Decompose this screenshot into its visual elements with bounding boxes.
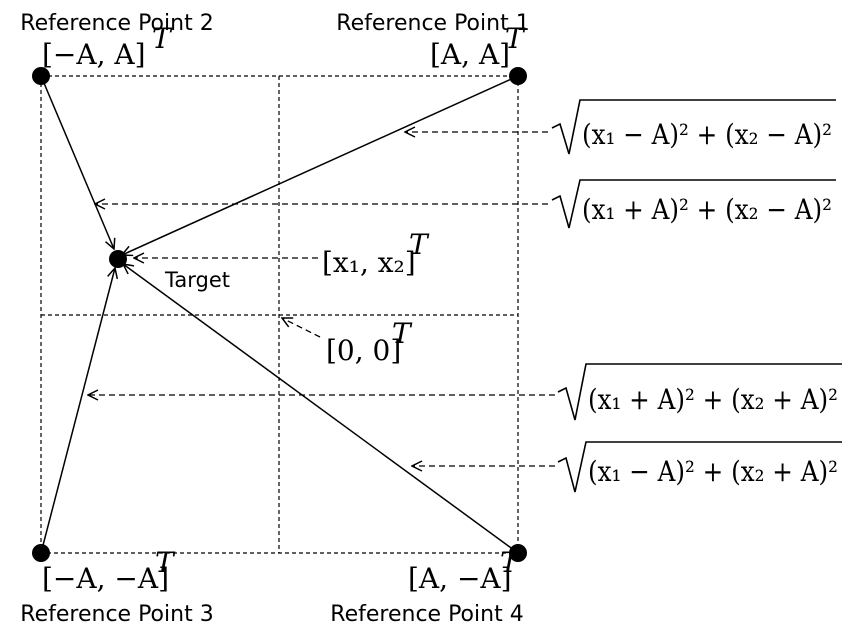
reference-point-3-name: Reference Point 3 — [20, 602, 213, 627]
radical-sign — [551, 179, 836, 229]
transpose-sup: T — [500, 546, 521, 579]
target-label: Target — [164, 268, 230, 292]
formula-text: (x₁ − A)² + (x₂ − A)² — [582, 118, 832, 151]
reference-point-4-coord: [A, −A] T — [408, 546, 521, 595]
transpose-sup: T — [392, 317, 413, 350]
distance-formula-2: (x₁ + A)² + (x₂ − A)² — [551, 179, 836, 229]
target-coord: [x₁, x₂] T — [322, 228, 430, 279]
vector-rp3-to-target — [40, 268, 115, 554]
transpose-sup: T — [155, 546, 176, 579]
points — [32, 67, 527, 562]
vector-rp2-to-target — [40, 75, 114, 249]
formula-text: (x₁ + A)² + (x₂ − A)² — [582, 193, 832, 226]
coord-text: [−A, −A] — [42, 562, 169, 595]
distance-formula-1: (x₁ − A)² + (x₂ − A)² — [551, 99, 836, 155]
dashed-grid — [40, 75, 519, 554]
origin-coord: [0, 0] T — [326, 317, 413, 367]
distance-formula-4: (x₁ − A)² + (x₂ + A)² — [557, 441, 842, 493]
transpose-sup: T — [152, 22, 173, 55]
reference-point-2-dot — [32, 67, 50, 85]
coord-text: [−A, A] — [42, 38, 146, 71]
reference-point-2-coord: [−A, A] T — [42, 22, 173, 71]
reference-point-1-name: Reference Point 1 — [336, 11, 529, 36]
distance-vectors — [40, 75, 519, 554]
reference-point-1-dot — [509, 67, 527, 85]
coord-text: [0, 0] — [326, 334, 401, 367]
distance-formula-3: (x₁ + A)² + (x₂ + A)² — [557, 363, 842, 421]
reference-point-4-name: Reference Point 4 — [330, 602, 523, 627]
coord-text: [A, −A] — [408, 562, 512, 595]
reference-point-1-coord: [A, A] T — [430, 22, 526, 71]
reference-point-4-dot — [509, 544, 527, 562]
reference-point-2-name: Reference Point 2 — [20, 11, 213, 36]
reference-point-3-dot — [32, 544, 50, 562]
transpose-sup: T — [505, 22, 526, 55]
radical-sign — [557, 441, 842, 493]
reference-point-3-coord: [−A, −A] T — [42, 546, 176, 595]
formula-text: (x₁ − A)² + (x₂ + A)² — [588, 455, 838, 488]
vector-rp1-to-target — [122, 75, 519, 255]
radical-sign — [551, 99, 836, 155]
vector-rp4-to-target — [123, 264, 519, 554]
pointer-origin — [282, 318, 321, 338]
pointer-arrows — [88, 132, 555, 466]
coord-text: [x₁, x₂] — [322, 246, 416, 279]
coord-text: [A, A] — [430, 38, 510, 71]
formula-text: (x₁ + A)² + (x₂ + A)² — [588, 383, 838, 416]
target-dot — [109, 250, 127, 268]
transpose-sup: T — [409, 228, 430, 261]
radical-sign — [557, 363, 842, 421]
